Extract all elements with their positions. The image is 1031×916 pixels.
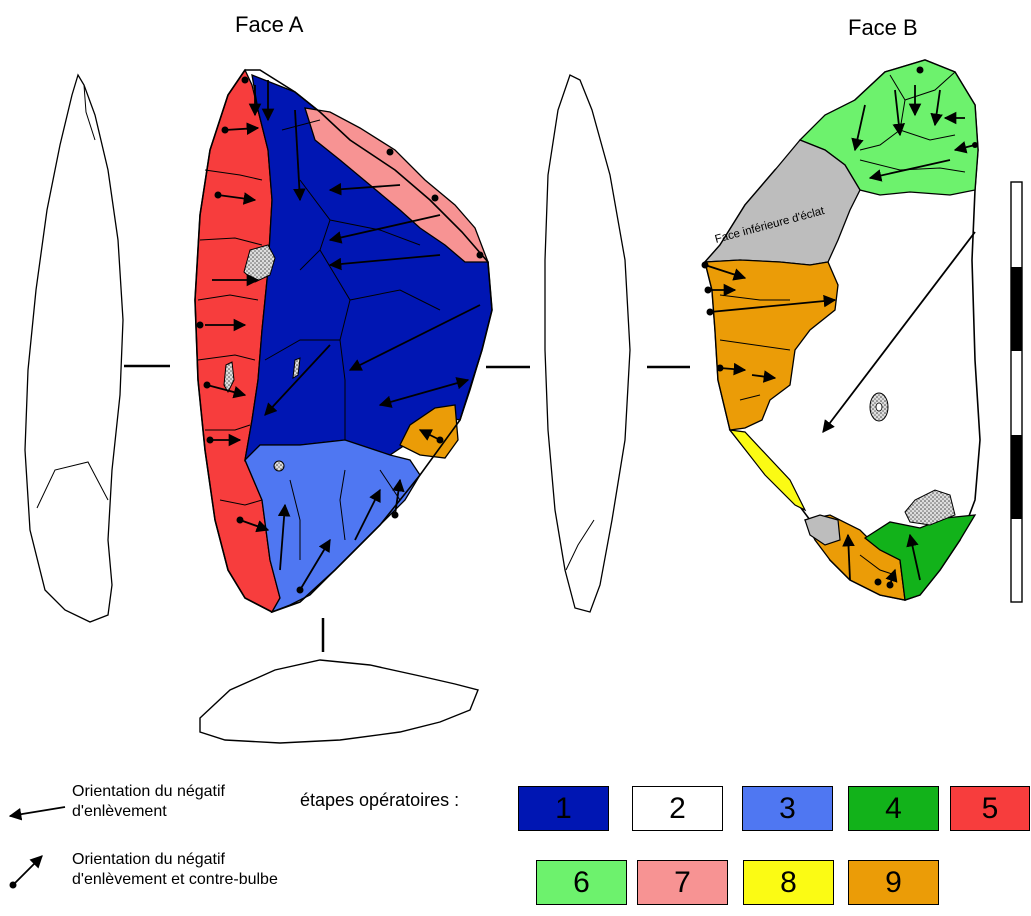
legend-arrow-icon xyxy=(8,806,66,821)
step-swatch-label: 3 xyxy=(779,791,796,825)
face-a-left-profile-ridge2 xyxy=(83,84,96,141)
step-swatch-3: 3 xyxy=(742,786,833,831)
step-swatch-5: 5 xyxy=(950,786,1030,831)
face-a-cortex-4 xyxy=(273,460,285,472)
face-b-title: Face B xyxy=(848,15,918,40)
step-swatch-2: 2 xyxy=(632,786,723,831)
steps-label: étapes opératoires : xyxy=(300,790,460,810)
face-b-zone-gray-small xyxy=(804,514,841,546)
face-b-drawing: Face inférieure d'éclat xyxy=(701,59,981,601)
step-swatch-label: 1 xyxy=(555,791,572,825)
face-b-cortex-1 xyxy=(904,489,956,526)
face-b-zone-8 xyxy=(728,429,807,512)
step-swatch-6: 6 xyxy=(536,860,627,905)
step-swatch-label: 9 xyxy=(885,865,902,899)
face-a-drawing xyxy=(194,68,493,614)
step-swatch-7: 7 xyxy=(637,860,728,905)
face-a-cortex-2 xyxy=(223,361,235,394)
face-a-cortex-1 xyxy=(243,244,276,283)
step-swatch-label: 7 xyxy=(674,865,691,899)
step-swatch-9: 9 xyxy=(848,860,939,905)
step-swatch-label: 5 xyxy=(981,791,999,825)
face-b-zone-4 xyxy=(863,514,977,601)
step-swatch-label: 8 xyxy=(780,865,797,899)
legend-arrow-bulb-label: Orientation du négatif d'enlèvement et c… xyxy=(72,851,278,888)
face-b-left-profile-ridge xyxy=(565,519,595,571)
face-a-left-profile xyxy=(24,73,124,623)
scale-bar xyxy=(1010,181,1023,603)
face-b-left-profile xyxy=(544,74,631,613)
face-a-cortex-3 xyxy=(292,357,301,379)
legend-arrow-label: Orientation du négatif d'enlèvement xyxy=(72,783,225,820)
face-a-title: Face A xyxy=(235,12,304,37)
step-swatch-8: 8 xyxy=(743,860,834,905)
step-swatch-label: 6 xyxy=(573,865,590,899)
step-swatch-label: 4 xyxy=(885,791,902,825)
face-a-cross-section xyxy=(199,659,479,744)
legend-arrow-bulb-icon xyxy=(9,855,43,889)
step-swatch-4: 4 xyxy=(848,786,939,831)
face-a-outline xyxy=(194,69,493,613)
face-b-cortex-2-inner xyxy=(875,402,883,412)
step-swatch-label: 2 xyxy=(669,791,686,825)
step-swatch-1: 1 xyxy=(518,786,609,831)
face-a-left-profile-ridge xyxy=(36,461,109,509)
